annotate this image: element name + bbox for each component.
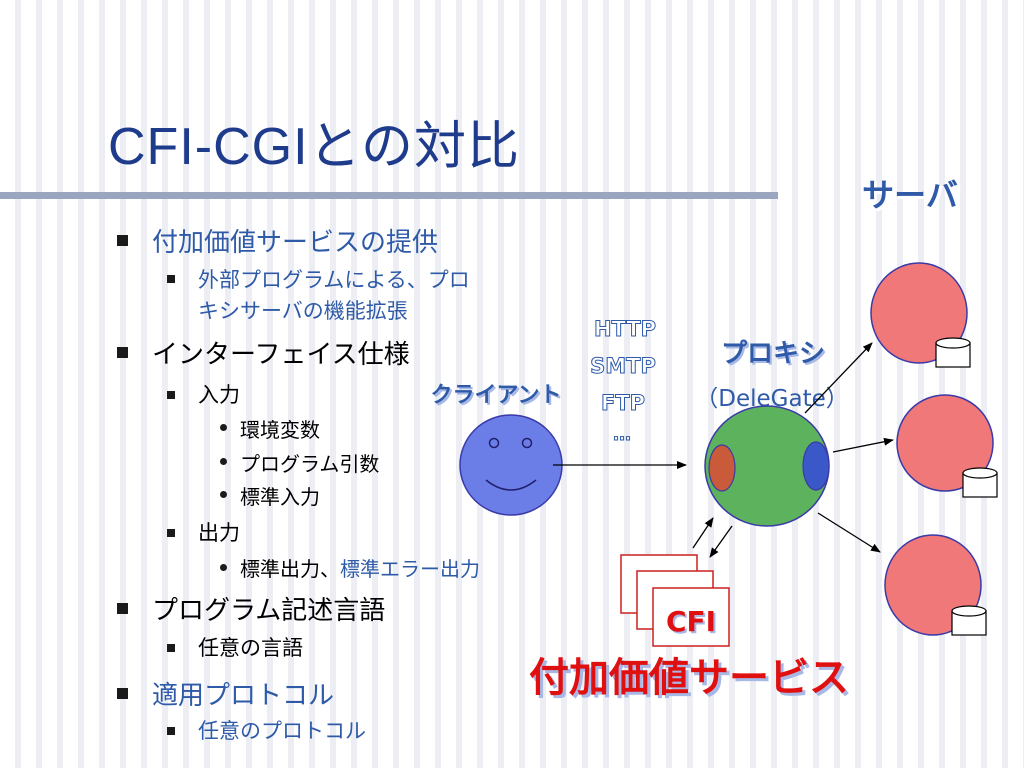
bullet-marker xyxy=(117,603,128,614)
cfi-label: CFI xyxy=(666,605,716,638)
value-added-label-shadow: 付加価値サービス xyxy=(532,658,852,704)
bullet-protocols: 適用プロトコル xyxy=(152,681,335,711)
bullet-program-language: プログラム記述言語 xyxy=(152,596,386,626)
protocol-ftp: FTP xyxy=(601,391,645,415)
bullet-external-program-1: 外部プログラムによる、プロ xyxy=(198,268,470,292)
bullet-marker xyxy=(220,564,227,571)
database-icon xyxy=(951,605,987,636)
bullet-input: 入力 xyxy=(198,383,240,407)
database-icon xyxy=(935,337,971,368)
proxy-to-server-1-arrow xyxy=(804,342,873,414)
protocol-ellipsis: … xyxy=(613,424,631,445)
protocol-http: HTTP xyxy=(594,317,656,341)
proxy-input-port xyxy=(708,444,736,492)
proxy-node xyxy=(704,405,830,527)
cfi-label-shadow: CFI xyxy=(668,607,718,640)
server-1 xyxy=(870,262,971,368)
cfi-to-proxy-arrow xyxy=(692,517,714,549)
bullet-marker xyxy=(220,458,227,465)
stdout-text: 標準出力、 xyxy=(240,557,340,581)
bullet-marker xyxy=(167,275,175,283)
bullet-marker xyxy=(117,235,128,246)
bullet-any-language: 任意の言語 xyxy=(198,636,303,660)
bullet-output: 出力 xyxy=(198,521,240,545)
proxy-to-server-2-arrow xyxy=(832,437,894,453)
bullet-marker xyxy=(167,644,175,652)
bullet-marker xyxy=(167,529,175,537)
bullet-marker xyxy=(167,727,175,735)
client-label: クライアント xyxy=(430,383,561,408)
server-2 xyxy=(896,394,998,498)
bullet-external-program-2: キシサーバの機能拡張 xyxy=(198,299,408,323)
bullet-marker xyxy=(117,347,128,358)
bullet-stdout-stderr: 標準出力、標準エラー出力 xyxy=(240,553,480,582)
proxy-to-cfi-arrow xyxy=(709,525,733,558)
title-divider xyxy=(0,192,778,199)
client-label-shadow: クライアント xyxy=(432,385,563,410)
cfi-module-stack: CFI CFI xyxy=(620,554,730,647)
value-added-label: 付加価値サービス xyxy=(529,655,849,701)
bullet-marker xyxy=(167,391,175,399)
stderr-text: 標準エラー出力 xyxy=(340,557,480,581)
client-face xyxy=(459,414,563,516)
bullet-marker xyxy=(117,688,128,699)
bullet-stdin: 標準入力 xyxy=(240,485,320,509)
server-label: サーバ xyxy=(862,176,958,214)
protocol-list: HTTP SMTP FTP … xyxy=(590,317,657,446)
bullet-program-args: プログラム引数 xyxy=(240,452,380,476)
database-icon xyxy=(962,467,998,498)
proxy-output-port xyxy=(802,441,830,491)
bullet-marker xyxy=(220,424,227,431)
bullet-value-added: 付加価値サービスの提供 xyxy=(152,228,439,258)
proxy-label-shadow: プロキシ xyxy=(723,341,827,371)
slide-title: CFI-CGIとの対比 xyxy=(108,118,521,176)
server-3 xyxy=(884,534,987,636)
protocol-smtp: SMTP xyxy=(590,354,656,378)
bullet-marker xyxy=(220,491,227,498)
proxy-label: プロキシ xyxy=(721,339,825,369)
bullet-interface-spec: インターフェイス仕様 xyxy=(152,340,410,370)
bullet-env-vars: 環境変数 xyxy=(240,418,320,442)
server-label-shadow: サーバ xyxy=(864,178,960,216)
bullet-any-protocol: 任意のプロトコル xyxy=(198,719,366,743)
proxy-to-server-3-arrow xyxy=(817,512,881,553)
